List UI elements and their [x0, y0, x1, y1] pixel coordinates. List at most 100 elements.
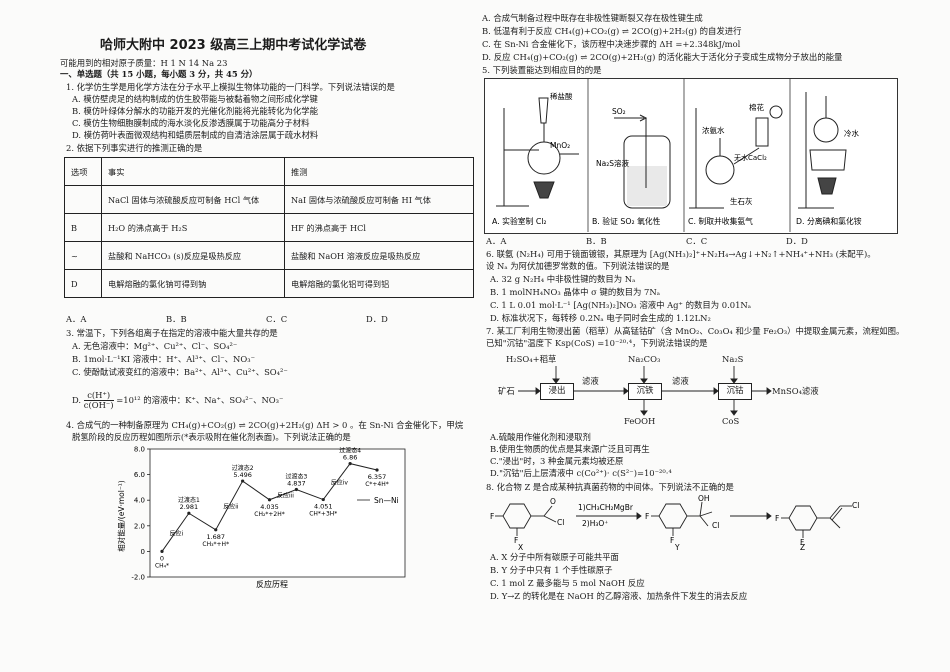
q4-option-a: A. 合成气制备过程中既存在非极性键断裂又存在极性键生成 — [482, 13, 703, 23]
svg-text:F: F — [800, 538, 804, 547]
q2-table: 选项 事实 推测 NaCl 固体与浓硫酸反应可制备 HCl 气体 NaI 固体与… — [64, 157, 474, 298]
energy-state-label: 过渡态1 — [178, 496, 200, 504]
svg-text:OH: OH — [698, 494, 710, 503]
flow-filtrate-1: 滤液 — [582, 376, 599, 386]
q7-stem-line2: 已知"沉钴"温度下 Ksp(CoS) =10⁻²⁰·⁴，下列说法错误的是 — [486, 338, 708, 348]
molecule-z — [781, 505, 852, 538]
q6-option-d: D. 标准状况下，每转移 0.2Nₐ 电子同时会生成的 1.12LN₂ — [490, 313, 711, 323]
apparatus-a — [496, 97, 579, 207]
energy-state-label: CH₄* — [155, 562, 169, 569]
q3-option-b: B. 1mol·L⁻¹KI 溶液中：H⁺、Al³⁺、Cl⁻、NO₃⁻ — [72, 354, 256, 364]
q4-option-d: D. 反应 CH₄(g)+CO₂(g) ⇌ 2CO(g)+2H₂(g) 的活化能… — [482, 52, 843, 62]
table-header-cell: 事实 — [101, 157, 285, 186]
q6-stem-line1: 6. 联氨 (N₂H₄) 可用于镜面镀银，其原理为 [Ag(NH₃)₂]⁺+N₂… — [486, 249, 876, 259]
label-na2s: Na₂S溶液 — [596, 158, 629, 168]
concentration-fraction: c(H⁺) c(OH⁻) — [83, 391, 114, 410]
chart-ytick-label: 2.0 — [134, 522, 145, 530]
label-hcl: 稀盐酸 — [550, 91, 573, 101]
q5-option-b: B．B — [586, 236, 607, 246]
label-x: X — [518, 543, 523, 550]
fraction-denominator: c(OH⁻) — [83, 400, 114, 410]
q1-option-c: C. 模仿生物细胞膜制成的海水淡化反渗透膜属于功能高分子材料 — [72, 118, 310, 128]
flow-step-cobalt: 沉钴 — [718, 383, 752, 400]
reaction-step-label: 反应i — [169, 529, 183, 537]
q7-stem-line1: 7. 某工厂利用生物浸出菌（稻草）从高锰钴矿（含 MnO₂、Co₃O₄ 和少量 … — [486, 326, 905, 336]
energy-point — [241, 479, 245, 483]
label-so2: SO₂ — [612, 107, 626, 116]
apparatus-d — [798, 92, 847, 209]
table-header-cell: 推测 — [284, 157, 474, 186]
fraction-numerator: c(H⁺) — [83, 391, 114, 401]
svg-text:F: F — [645, 512, 649, 521]
table-cell — [64, 185, 102, 214]
flow-ore: 矿石 — [498, 386, 515, 396]
energy-state-label: CH₃*+H* — [202, 541, 229, 548]
flow-step-leach: 浸出 — [540, 383, 574, 400]
energy-value-label: 0 — [160, 554, 164, 562]
energy-value-label: 2.981 — [180, 503, 199, 511]
apparatus-c — [689, 105, 783, 209]
energy-state-label: 过渡态3 — [285, 472, 307, 480]
q4-option-c: C. 在 Sn-Ni 合金催化下，该历程中决速步骤的 ΔH =+2.348kJ/… — [482, 39, 741, 49]
energy-state-label: 过渡态4 — [339, 447, 361, 455]
table-row: 选项 事实 推测 — [64, 157, 474, 186]
chart-legend: Sn—Ni — [357, 496, 399, 505]
reaction-step-label: 反应iii — [277, 492, 294, 500]
q3-stem: 3. 常温下，下列各组离子在指定的溶液中能大量共存的是 — [66, 328, 278, 338]
energy-point — [348, 461, 352, 466]
q4-stem-line2: 脱氢阶段的反应历程如图所示(*表示吸附在催化剂表面)。下列说法正确的是 — [72, 432, 351, 442]
label-cold-water: 冷水 — [844, 128, 859, 138]
energy-state-label: CH*+3H* — [309, 511, 337, 518]
flow-reagent-1: H₂SO₄+稻草 — [506, 354, 557, 364]
q8-option-a: A. X 分子中所有碳原子可能共平面 — [490, 552, 619, 562]
caption-c: C. 制取并收集氨气 — [688, 216, 753, 226]
reagent-bottom: 2)H₃O⁺ — [582, 519, 608, 528]
q2-option-b: B．B — [166, 314, 187, 324]
q8-option-c: C. 1 mol Z 最多能与 5 mol NaOH 反应 — [490, 578, 645, 588]
label-y: Y — [674, 543, 680, 550]
label-mno2: MnO₂ — [550, 141, 570, 150]
table-cell: HF 的沸点高于 HCl — [284, 213, 474, 242]
q1-option-a: A. 模仿壁虎足的结构制成的仿生胶带能与被黏着物之间形成化学键 — [72, 94, 318, 104]
chart-ytick-label: 0 — [141, 548, 145, 556]
q3-option-d: D. c(H⁺) c(OH⁻) =10¹² 的溶液中：K⁺、Na⁺、SO₄²⁻、… — [72, 391, 283, 410]
chart-ytick-label: 4.0 — [134, 497, 145, 505]
q4-stem-line1: 4. 合成气的一种制备原理为 CH₄(g)+CO₂(g) ⇌ 2CO(g)+2H… — [66, 420, 464, 430]
chart-ylabel: 相对能量/(eV·mol⁻¹) — [116, 480, 126, 552]
q5-option-c: C．C — [686, 236, 708, 246]
apparatus-b — [614, 114, 671, 209]
caption-b: B. 验证 SO₂ 氧化性 — [592, 216, 661, 226]
q6-stem-line2: 设 Nₐ 为阿伏加德罗常数的值。下列说法错误的是 — [486, 261, 670, 271]
flow-arrows — [518, 366, 772, 416]
reaction-step-label: 反应iv — [331, 479, 349, 487]
flow-feooh: FeOOH — [624, 416, 656, 426]
energy-value-label: 4.837 — [287, 479, 306, 487]
q1-option-b: B. 模仿叶绿体分解水的功能开发的光催化剂能将光能转化为化学能 — [72, 106, 318, 116]
chart-ytick-label: 8.0 — [134, 446, 145, 454]
q5-apparatus-svg: 稀盐酸 MnO₂ SO₂ Na₂S溶液 浓氨水 棉花 无水CaCl₂ 生石灰 — [492, 78, 862, 232]
caption-d: D. 分离碘和氯化铵 — [796, 216, 862, 226]
energy-value-label: 5.496 — [233, 471, 252, 479]
q3-d-suffix: =10¹² 的溶液中：K⁺、Na⁺、SO₄²⁻、NO₃⁻ — [116, 395, 284, 405]
q4-option-b: B. 低温有利于反应 CH₄(g)+CO₂(g) ⇌ 2CO(g)+2H₂(g)… — [482, 26, 742, 36]
energy-state-label: 过渡态2 — [232, 464, 254, 472]
svg-text:F: F — [775, 514, 779, 523]
energy-point — [294, 487, 298, 492]
q6-option-b: B. 1 molNH₄NO₃ 晶体中 σ 键的数目为 7Nₐ — [490, 287, 660, 297]
flow-cos: CoS — [722, 416, 740, 426]
q7-option-a: A.硫酸用作催化剂和浸取剂 — [490, 432, 591, 442]
energy-value-label: 6.86 — [343, 454, 357, 462]
table-cell: H₂O 的沸点高于 H₂S — [101, 213, 285, 242]
table-row: D 电解熔融的氯化钠可得到钠 电解熔融的氯化铝可得到铝 — [64, 269, 474, 298]
label-cacl2: 无水CaCl₂ — [734, 153, 767, 162]
q8-option-d: D. Y→Z 的转化是在 NaOH 的乙醇溶液、加热条件下发生的消去反应 — [490, 591, 748, 601]
energy-value-label: 4.051 — [314, 503, 333, 511]
q7-flowchart: H₂SO₄+稻草 Na₂CO₃ Na₂S 矿石 浸出 滤液 沉铁 滤液 沉钴 M… — [496, 352, 896, 432]
q7-option-b: B.使用生物质的优点是其来源广泛且可再生 — [490, 444, 650, 454]
table-cell: 电解熔融的氯化钠可得到钠 — [101, 269, 285, 298]
reaction-step-label: 反应ii — [223, 502, 239, 510]
q2-option-c: C．C — [266, 314, 288, 324]
table-cell: B — [64, 213, 102, 242]
table-cell: D — [64, 269, 102, 298]
q6-option-a: A. 32 g N₂H₄ 中非极性键的数目为 Nₐ — [490, 274, 636, 284]
